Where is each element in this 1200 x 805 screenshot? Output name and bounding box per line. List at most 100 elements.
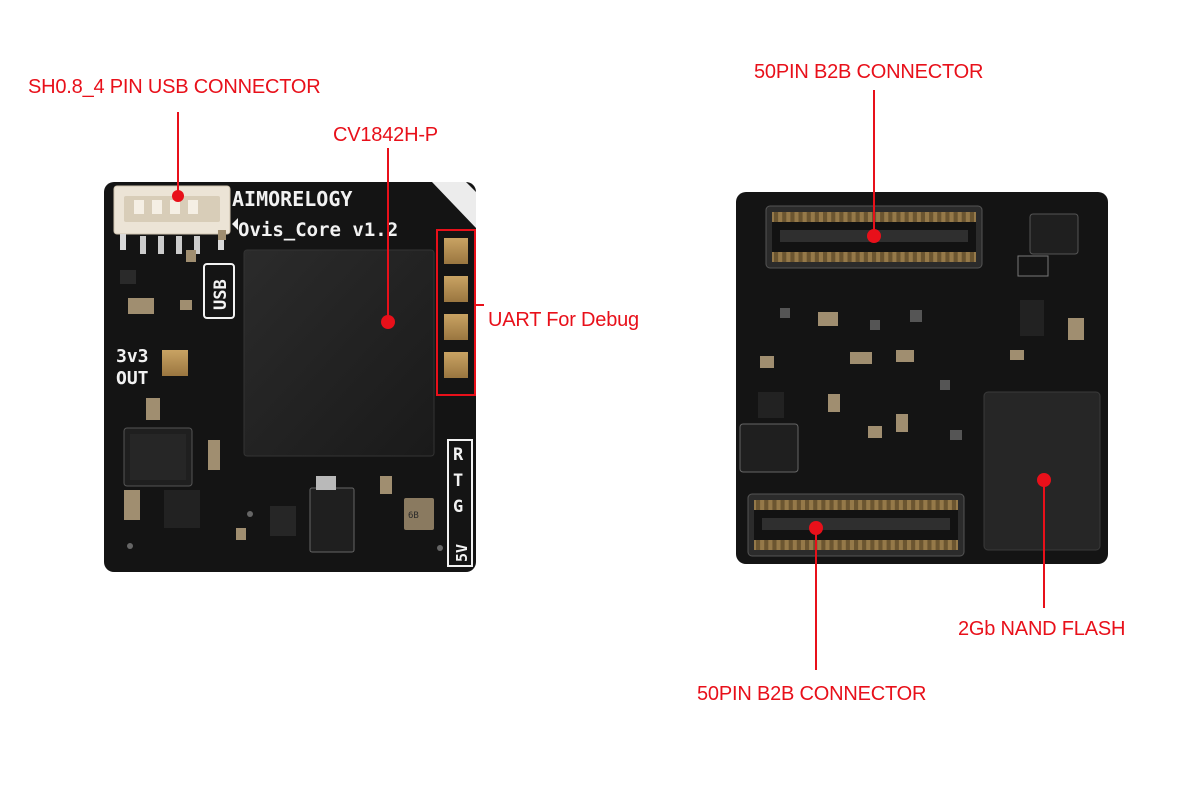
connector-pin [805, 540, 810, 550]
connector-pin [788, 500, 793, 510]
connector-pin [855, 212, 860, 222]
connector-pin [902, 540, 907, 550]
b2b-top-marker-icon [867, 229, 881, 243]
connector-pin [790, 212, 795, 222]
silk-brand: AIMORELOGY [232, 187, 352, 211]
connector-pin [935, 540, 940, 550]
connector-pin [896, 212, 901, 222]
connector-pin [837, 500, 842, 510]
connector-pin [813, 500, 818, 510]
connector-pin [774, 252, 779, 262]
connector-pin [845, 500, 850, 510]
connector-pin [896, 252, 901, 262]
connector-pin [945, 212, 950, 222]
connector-pin [911, 500, 916, 510]
silk-pin-t: T [453, 471, 463, 491]
label-uart: UART For Debug [488, 309, 639, 331]
connector-pin [796, 500, 801, 510]
connector-pin [929, 212, 934, 222]
connector-pin [888, 252, 893, 262]
leader-dots [172, 190, 1051, 535]
connector-pin [780, 540, 785, 550]
connector-pin [969, 252, 974, 262]
connector-pin [951, 540, 956, 550]
connector-pin [880, 252, 885, 262]
connector-pin [847, 252, 852, 262]
connector-pin [878, 500, 883, 510]
connector-pin [831, 252, 836, 262]
connector-pin [806, 252, 811, 262]
connector-pin [911, 540, 916, 550]
connector-pin [886, 500, 891, 510]
connector-pin [920, 252, 925, 262]
connector-pin [886, 540, 891, 550]
pin-labels: R T G 5V [447, 439, 473, 567]
connector-pin [904, 252, 909, 262]
label-b2b-bottom: 50PIN B2B CONNECTOR [697, 683, 927, 705]
connector-pin [821, 500, 826, 510]
connector-pin [894, 500, 899, 510]
connector-pin [829, 540, 834, 550]
3v3-pad [162, 350, 188, 376]
connector-pin [756, 500, 761, 510]
connector-pin [969, 212, 974, 222]
connector-pin [814, 252, 819, 262]
uart-pads [444, 238, 468, 378]
connector-pin [880, 212, 885, 222]
connector-pin [821, 540, 826, 550]
connector-pin [862, 500, 867, 510]
connector-pin [855, 252, 860, 262]
connector-pin [823, 212, 828, 222]
label-soc: CV1842H-P [333, 124, 438, 146]
small-chip-mark: 6B [408, 511, 419, 521]
connector-pin [912, 212, 917, 222]
connector-pin [870, 500, 875, 510]
label-nand: 2Gb NAND FLASH [958, 618, 1126, 640]
silk-out: OUT [116, 368, 149, 389]
connector-pin [796, 540, 801, 550]
connector-pin [937, 212, 942, 222]
silk-pin-5v: 5V [453, 544, 471, 562]
connector-pin [854, 500, 859, 510]
connector-pin [953, 212, 958, 222]
silk-usb-box: USB [203, 263, 235, 319]
silk-pin-g: G [453, 497, 463, 517]
nand-marker-icon [1037, 473, 1051, 487]
connector-pin [798, 252, 803, 262]
connector-pin [961, 212, 966, 222]
usb-marker-icon [172, 190, 184, 202]
connector-pin [919, 500, 924, 510]
connector-pin [904, 212, 909, 222]
connector-pin [772, 500, 777, 510]
connector-pin [943, 540, 948, 550]
connector-pin [935, 500, 940, 510]
connector-pin [780, 500, 785, 510]
silk-board-name: Ovis_Core v1.2 [238, 219, 398, 241]
connector-pin [782, 212, 787, 222]
connector-pin [927, 500, 932, 510]
connector-pin [790, 252, 795, 262]
soc-marker-icon [381, 315, 395, 329]
connector-pin [863, 212, 868, 222]
connector-pin [862, 540, 867, 550]
connector-pin [912, 252, 917, 262]
connector-pin [854, 540, 859, 550]
connector-pin [927, 540, 932, 550]
connector-pin [902, 500, 907, 510]
connector-pin [805, 500, 810, 510]
corner-mark [432, 182, 476, 228]
connector-pin [837, 540, 842, 550]
connector-pin [839, 252, 844, 262]
connector-pin [814, 212, 819, 222]
connector-pin [945, 252, 950, 262]
connector-pin [863, 252, 868, 262]
back-components [739, 213, 1084, 473]
connector-pin [888, 212, 893, 222]
connector-pin [845, 540, 850, 550]
connector-pin [839, 212, 844, 222]
connector-pin [872, 252, 877, 262]
connector-pin [847, 212, 852, 222]
connector-pin [772, 540, 777, 550]
connector-pin [919, 540, 924, 550]
connector-pin [756, 540, 761, 550]
